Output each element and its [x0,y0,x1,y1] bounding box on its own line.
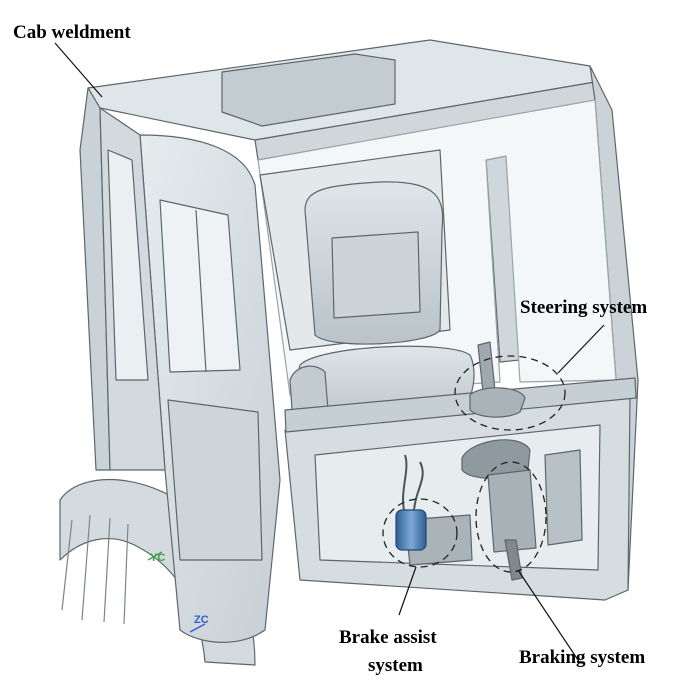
brake-assist-leader [398,566,417,616]
callout-circles [382,355,566,573]
brake-assist-label-line1: Brake assist [339,627,437,648]
brake-pedal-unit [487,469,537,553]
braking-system-label: Braking system [519,647,646,668]
leader-lines [54,42,605,661]
seat-back-panel [331,231,421,319]
front-cross-beam [284,377,637,433]
left-side-window [107,149,149,381]
braking-leader [517,569,579,661]
brake-pedal-arm [504,539,523,581]
cab-weldment-label: Cab weldment [13,22,131,43]
brake-assist-reservoir [395,509,427,551]
zc-axis-arrow [189,623,206,633]
cab-body [59,39,639,666]
brake-assist-label-line2: system [368,655,423,676]
steering-leader [557,324,605,374]
right-side-plate [544,449,583,546]
wheel-arch-ribs [61,514,129,625]
steering-system-label: Steering system [520,297,648,318]
coordinate-markers [147,551,206,633]
door-lower-panel [167,399,263,561]
zc-axis-tag: ZC [194,614,209,626]
brake-booster-disc [461,439,531,479]
cab-weldment-leader [54,42,103,98]
roof-opening [221,53,396,127]
braking-callout-circle [475,461,547,573]
yc-axis-arrow [147,551,163,561]
steering-gear [469,387,526,418]
yc-axis-tag: YC [150,552,166,564]
rear-pillar [79,87,111,471]
steering-callout-circle [454,355,566,431]
door-window-divider [195,209,207,373]
brake-assist-callout-circle [382,498,458,568]
door-window [159,199,241,373]
brake-assist-hoses [402,454,424,511]
